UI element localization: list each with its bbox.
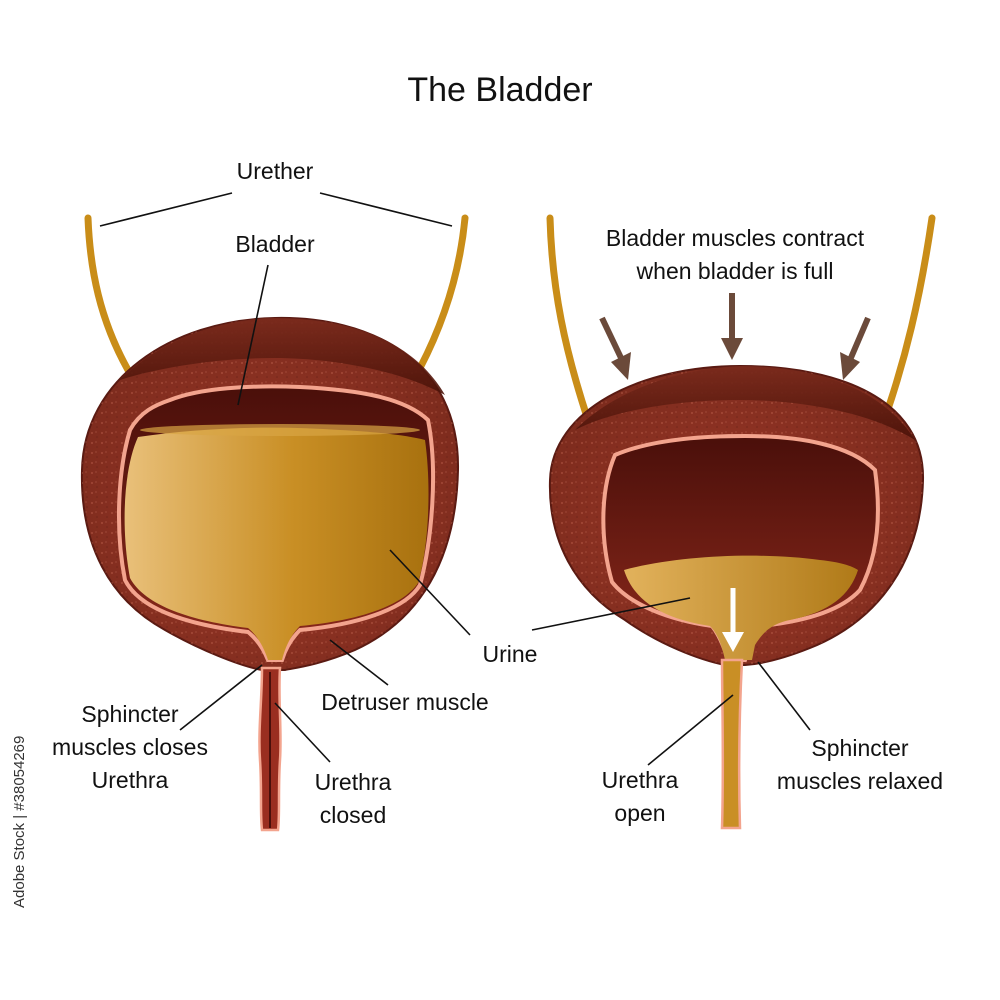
label-sphincter-closes-line2: muscles closes <box>52 734 208 760</box>
label-bladder: Bladder <box>235 231 315 257</box>
label-contract-line1: Bladder muscles contract <box>605 225 865 251</box>
right-urethra <box>720 658 744 830</box>
left-bladder-top <box>120 318 445 395</box>
label-urethra-open-line1: Urethra <box>601 767 679 793</box>
label-detruser-muscle: Detruser muscle <box>321 689 489 715</box>
right-ureter-left <box>546 214 592 424</box>
label-sphincter-relaxed-line1: Sphincter <box>811 735 909 761</box>
stock-watermark: Adobe Stock | #38054269 <box>8 736 28 910</box>
label-urine: Urine <box>482 641 538 667</box>
label-sphincter-closes-line1: Sphincter <box>81 701 179 727</box>
left-ureter-right <box>416 214 469 372</box>
left-ureter-left <box>84 214 132 374</box>
right-bladder <box>546 214 936 830</box>
label-sphincter-relaxed-line2: muscles relaxed <box>776 768 944 794</box>
stock-watermark-text: Adobe Stock | #38054269 <box>11 735 28 908</box>
right-ureter-right <box>881 214 936 422</box>
contraction-arrows <box>599 293 871 380</box>
label-urethra-closed-line1: Urethra <box>314 769 392 795</box>
diagram-title: The Bladder <box>407 71 593 109</box>
right-urine <box>624 555 858 660</box>
label-urethra-closed-line2: closed <box>319 802 387 828</box>
label-contract-line2: when bladder is full <box>636 258 834 284</box>
label-urethra-open-line2: open <box>614 800 666 826</box>
left-urine <box>124 427 429 660</box>
leader-lines <box>99 192 811 766</box>
right-bladder-top <box>575 366 915 440</box>
left-bladder <box>80 214 469 832</box>
label-sphincter-closes-line3: Urethra <box>91 767 169 793</box>
label-urether: Urether <box>236 158 314 184</box>
flow-arrow <box>722 588 744 652</box>
